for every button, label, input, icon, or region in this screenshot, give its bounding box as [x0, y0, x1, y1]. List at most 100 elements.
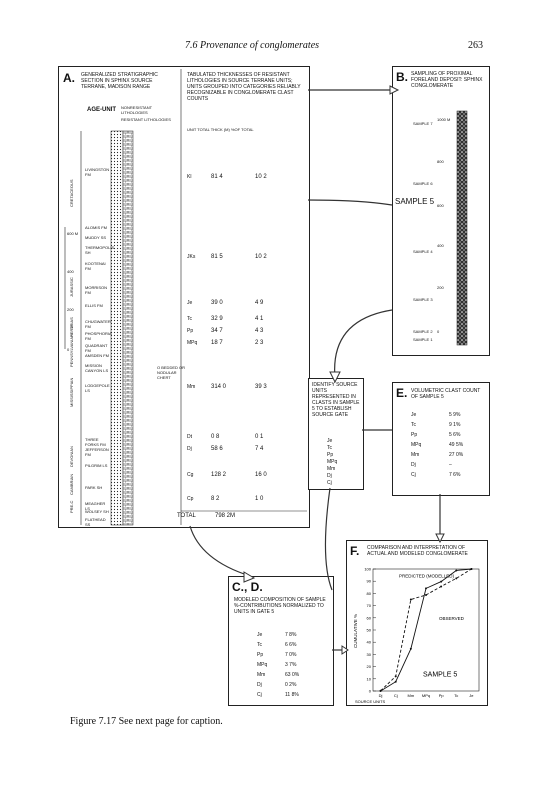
cd-row-value: 11 8%: [285, 692, 299, 698]
row-thickness: 8 2: [211, 496, 220, 502]
series-label-observed: OBSERVED: [439, 616, 465, 621]
scale-tick-label: 400: [437, 243, 444, 248]
formation-label: CHUGWATER FM: [85, 319, 111, 329]
series-point: [455, 577, 458, 580]
formation-label: PHOSPHORIA FM: [85, 331, 112, 341]
e-row-value: 5 6%: [449, 432, 461, 438]
y-tick-label: 60: [367, 615, 372, 620]
period-label: CRETACEOUS: [69, 179, 74, 207]
row-unit: Je: [187, 300, 193, 306]
row-percent: 2 3: [255, 340, 264, 346]
series-point: [394, 680, 397, 683]
scale-tick-label: 400: [67, 269, 74, 274]
cd-row-value: 63 0%: [285, 672, 300, 678]
e-row-unit: Cj: [411, 472, 416, 478]
formation-label: THERMOPOLIS SH: [85, 245, 115, 255]
panel-b-title: Sampling of proximal foreland deposit: S…: [411, 71, 483, 89]
formation-label: THREE FORKS FM: [85, 437, 106, 447]
panel-a: A. Generalized stratigraphic section in …: [58, 66, 310, 528]
period-label: MISSISSIPPIAN: [69, 377, 74, 407]
legend-nonresistant: Nonresistant lithologies: [121, 105, 152, 115]
scale-tick-label: 600: [437, 203, 444, 208]
y-tick-label: 70: [367, 603, 372, 608]
row-unit: JKs: [187, 254, 196, 260]
y-tick-label: 50: [367, 628, 372, 633]
e-row-value: 7 6%: [449, 472, 461, 478]
series-point: [394, 675, 397, 678]
cd-row-unit: Cj: [257, 692, 262, 698]
x-axis-label: SOURCE UNITS: [355, 699, 386, 704]
cd-row-value: 7 0%: [285, 652, 297, 658]
identify-unit: Je: [327, 438, 333, 444]
panel-b-letter: B.: [396, 70, 408, 84]
row-thickness: 32 9: [211, 316, 223, 322]
series-label-predicted: PREDICTED (MODELLED): [399, 574, 455, 579]
y-axis-label: CUMULATIVE %: [353, 614, 358, 648]
sample-label: SAMPLE 4: [413, 249, 433, 254]
cd-row-unit: Pp: [257, 652, 264, 658]
row-percent: 4 3: [255, 328, 264, 334]
formation-label: PILGRIM LS: [85, 463, 108, 468]
series-point: [440, 585, 443, 588]
y-tick-label: 10: [367, 676, 372, 681]
tabulated-title: Tabulated thicknesses of resistant litho…: [187, 72, 301, 102]
formation-label: AMSDEN FM: [85, 353, 109, 358]
formation-label: ALOMIS FM: [85, 225, 108, 230]
sample-label: SAMPLE 2: [413, 329, 433, 334]
formation-label: LODGEPOLE LS: [85, 383, 110, 393]
period-label: JURASSIC: [69, 277, 74, 297]
identify-unit: Mm: [327, 466, 336, 472]
formation-label: FLATHEAD SS: [85, 517, 106, 527]
y-tick-label: 20: [367, 664, 372, 669]
y-tick-label: 100: [364, 567, 371, 572]
row-thickness: 81 5: [211, 254, 223, 260]
panel-cd-title: Modeled composition of sample %-contribu…: [234, 597, 326, 615]
y-tick-label: 80: [367, 591, 372, 596]
sample-label: SAMPLE 6: [413, 181, 433, 186]
row-unit: Cp: [187, 496, 194, 502]
formation-label: QUADRANT FM: [85, 343, 108, 353]
cd-row-value: 7 8%: [285, 632, 297, 638]
panel-e-title: Volumetric clast count of sample 5: [411, 388, 481, 400]
panel-f: F. Comparison and interpretation of actu…: [346, 540, 488, 706]
panel-e: E. Volumetric clast count of sample 5 Je…: [392, 382, 490, 496]
cd-row-unit: Tc: [257, 642, 262, 648]
e-row-unit: Mm: [411, 452, 420, 458]
sample-label: SAMPLE 5: [395, 197, 435, 206]
e-row-value: 9 1%: [449, 422, 461, 428]
scale-tick-label: 0: [437, 329, 440, 334]
e-row-value: 49 5%: [449, 442, 464, 448]
panel-a-letter: A.: [63, 71, 75, 85]
chart-annotation: SAMPLE 5: [423, 671, 457, 678]
sphinx-column: [456, 110, 468, 346]
row-percent: 7 4: [255, 446, 264, 452]
scale-tick-label: 0: [67, 347, 70, 352]
panel-e-letter: E.: [396, 386, 408, 400]
panel-f-letter: F.: [350, 544, 360, 558]
identify-unit: Tc: [327, 445, 332, 451]
y-tick-label: 90: [367, 579, 372, 584]
series-point: [470, 568, 473, 570]
scale-tick-label: 200: [437, 285, 444, 290]
row-percent: 16 0: [255, 472, 267, 478]
x-tick-label: Mm: [408, 693, 415, 698]
formation-label: JEFFERSON FM: [85, 447, 109, 457]
e-row-value: –: [449, 462, 452, 468]
row-thickness: 0 8: [211, 434, 220, 440]
panel-f-title: Comparison and interpretation of actual …: [367, 545, 468, 557]
row-percent: 1 0: [255, 496, 264, 502]
row-percent: 0 1: [255, 434, 264, 440]
y-tick-label: 0: [369, 689, 372, 694]
period-label: PENNSYLVANIAN: [69, 334, 74, 367]
x-tick-label: Cj: [394, 693, 398, 698]
cd-row-unit: Mm: [257, 672, 266, 678]
x-tick-label: Dj: [379, 693, 383, 698]
scale-tick-label: 800: [437, 159, 444, 164]
x-tick-label: MPq: [422, 693, 430, 698]
row-thickness: 18 7: [211, 340, 223, 346]
cd-row-value: 6 6%: [285, 642, 297, 648]
formation-label: WOLSEY SH: [85, 509, 109, 514]
series-point: [379, 690, 382, 692]
stratigraphic-column: [64, 69, 307, 526]
